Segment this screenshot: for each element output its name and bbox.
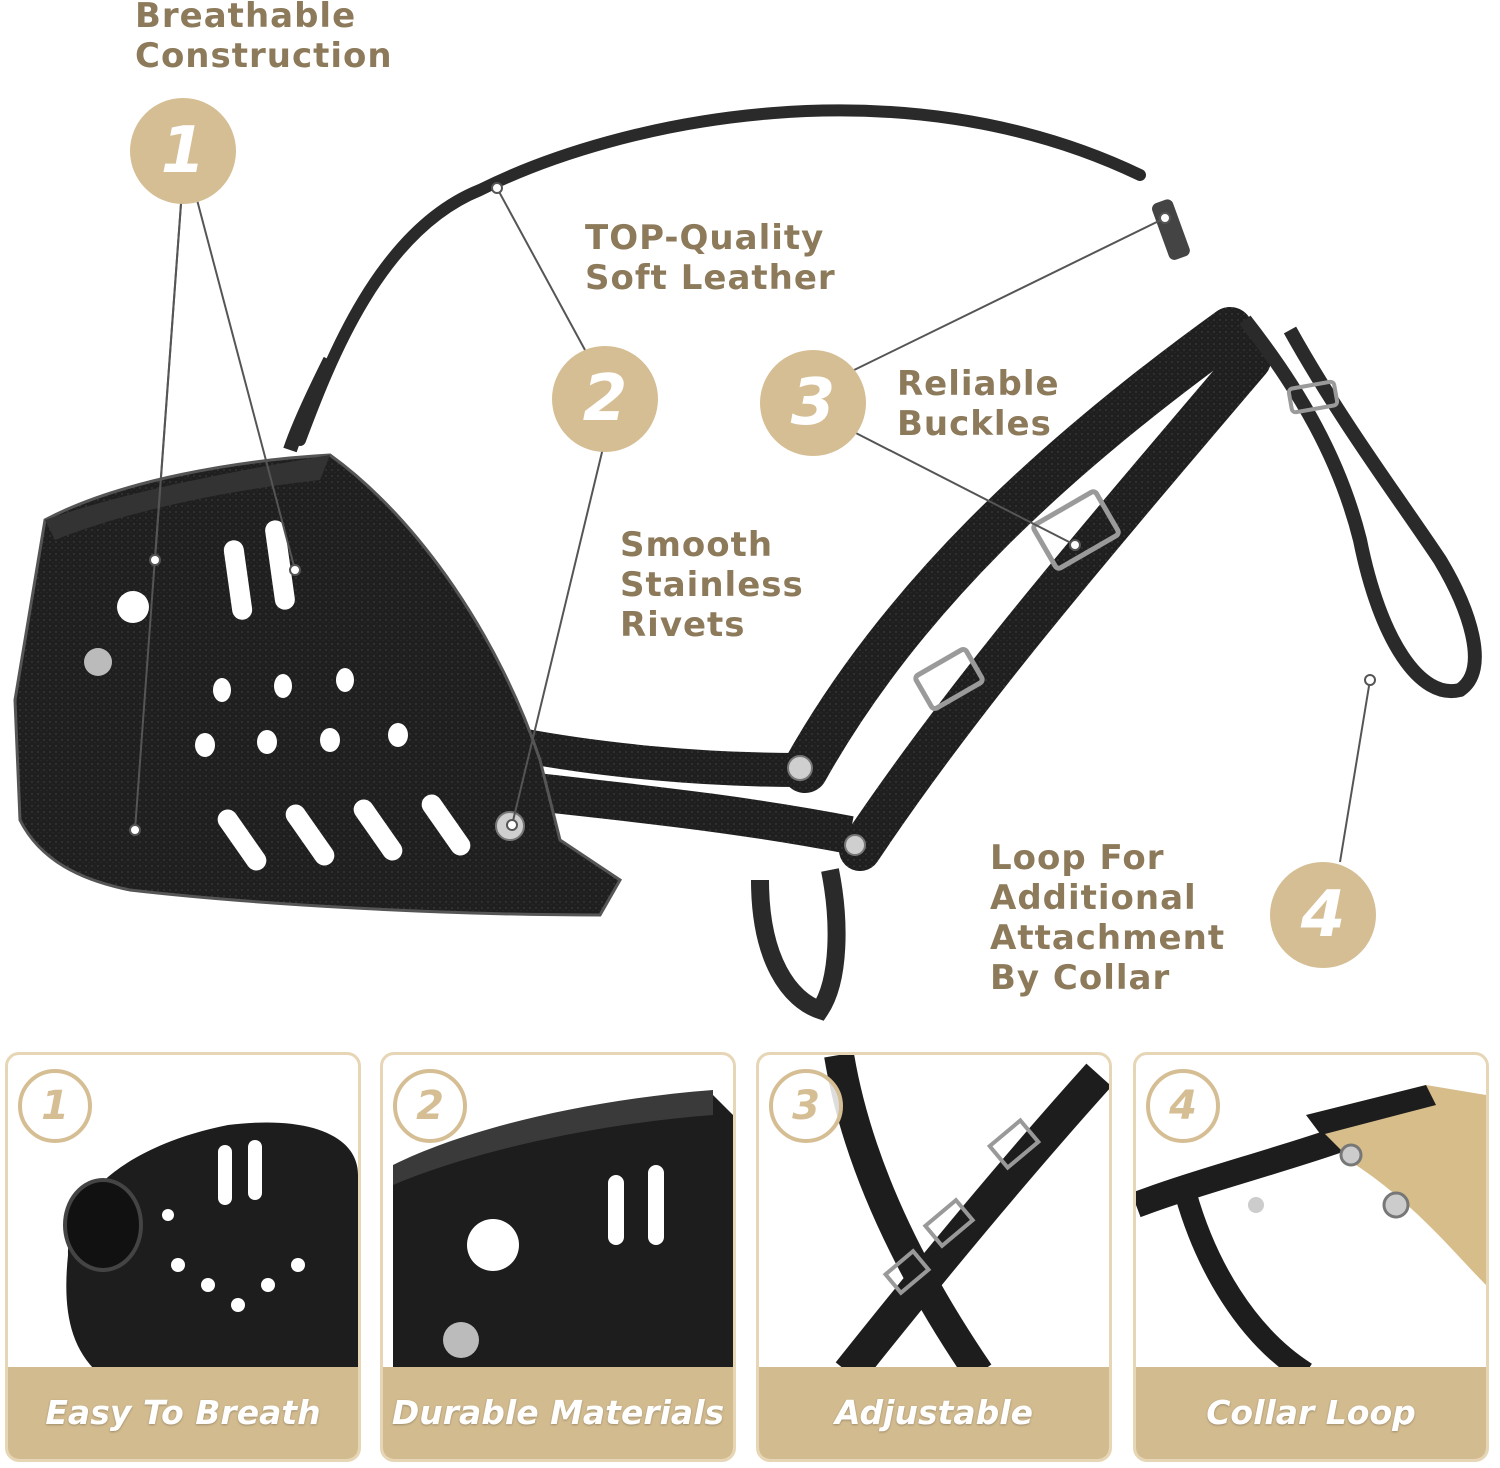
callout-4-line-1: Loop For bbox=[990, 838, 1165, 878]
card-4-label: Collar Loop bbox=[1136, 1367, 1486, 1459]
callout-stainless-rivets: Smooth Stainless Rivets bbox=[620, 525, 804, 645]
callout-1-line-1: Breathable bbox=[135, 0, 357, 36]
callout-4-line-3: Attachment bbox=[990, 918, 1226, 958]
callout-3-line-2: Buckles bbox=[897, 404, 1052, 444]
feature-card-2: 2 Durable Materials bbox=[380, 1052, 736, 1462]
badge-3: 3 bbox=[760, 350, 866, 456]
card-4-number: 4 bbox=[1146, 1069, 1220, 1143]
chin-strap-2 bbox=[516, 728, 801, 787]
head-strap bbox=[294, 104, 1146, 446]
callout-1-line-2: Construction bbox=[135, 36, 393, 76]
callout-4-line-4: By Collar bbox=[990, 958, 1171, 998]
callout-soft-leather: TOP-Quality Soft Leather bbox=[585, 218, 836, 298]
card-2-number: 2 bbox=[393, 1069, 467, 1143]
chin-strap bbox=[517, 771, 854, 854]
buckle-b bbox=[913, 647, 985, 711]
neck-loop bbox=[1239, 315, 1482, 699]
callout-collar-loop: Loop For Additional Attachment By Collar bbox=[990, 838, 1225, 998]
callout-4-line-2: Additional bbox=[990, 878, 1197, 918]
card-2-label: Durable Materials bbox=[383, 1367, 733, 1459]
top-clip bbox=[1152, 199, 1190, 260]
muzzle-top-band bbox=[45, 455, 330, 540]
side-strap-2 bbox=[839, 339, 1271, 871]
badge-4: 4 bbox=[1270, 862, 1376, 968]
callout-2-line-2: Soft Leather bbox=[585, 258, 836, 298]
feature-card-3: 3 Adjustable bbox=[756, 1052, 1112, 1462]
card-3-label: Adjustable bbox=[759, 1367, 1109, 1459]
callout-2b-line-2: Stainless bbox=[620, 565, 804, 605]
muzzle-basket bbox=[13, 453, 622, 917]
chin-loop bbox=[751, 868, 846, 1021]
side-strap bbox=[782, 307, 1253, 793]
callout-reliable-buckles: Reliable Buckles bbox=[897, 364, 1060, 444]
breathing-holes bbox=[117, 520, 471, 871]
callout-3-line-1: Reliable bbox=[897, 364, 1060, 404]
card-3-number: 3 bbox=[769, 1069, 843, 1143]
callout-2-line-1: TOP-Quality bbox=[585, 218, 825, 258]
card-3-photo bbox=[824, 1055, 1109, 1373]
leader-dots bbox=[129, 182, 1376, 836]
callout-2b-line-1: Smooth bbox=[620, 525, 774, 565]
leader-lines bbox=[134, 187, 1371, 863]
rivets bbox=[84, 648, 866, 856]
card-4-photo bbox=[1136, 1085, 1486, 1373]
card-1-photo bbox=[63, 1122, 358, 1373]
card-1-number: 1 bbox=[18, 1069, 92, 1143]
card-1-label: Easy To Breath bbox=[8, 1367, 358, 1459]
head-strap-lower bbox=[283, 356, 337, 453]
badge-1: 1 bbox=[130, 98, 236, 204]
callout-2b-line-3: Rivets bbox=[620, 605, 746, 645]
buckle-a bbox=[1031, 489, 1121, 571]
muzzle-illustration bbox=[13, 104, 1482, 1021]
card-2-photo bbox=[393, 1090, 733, 1373]
feature-card-1: 1 Easy To Breath bbox=[5, 1052, 361, 1462]
feature-card-4: 4 Collar Loop bbox=[1133, 1052, 1489, 1462]
badge-2: 2 bbox=[552, 346, 658, 452]
callout-breathable-construction: Breathable Construction bbox=[135, 0, 393, 76]
buckle-c bbox=[1286, 379, 1340, 415]
